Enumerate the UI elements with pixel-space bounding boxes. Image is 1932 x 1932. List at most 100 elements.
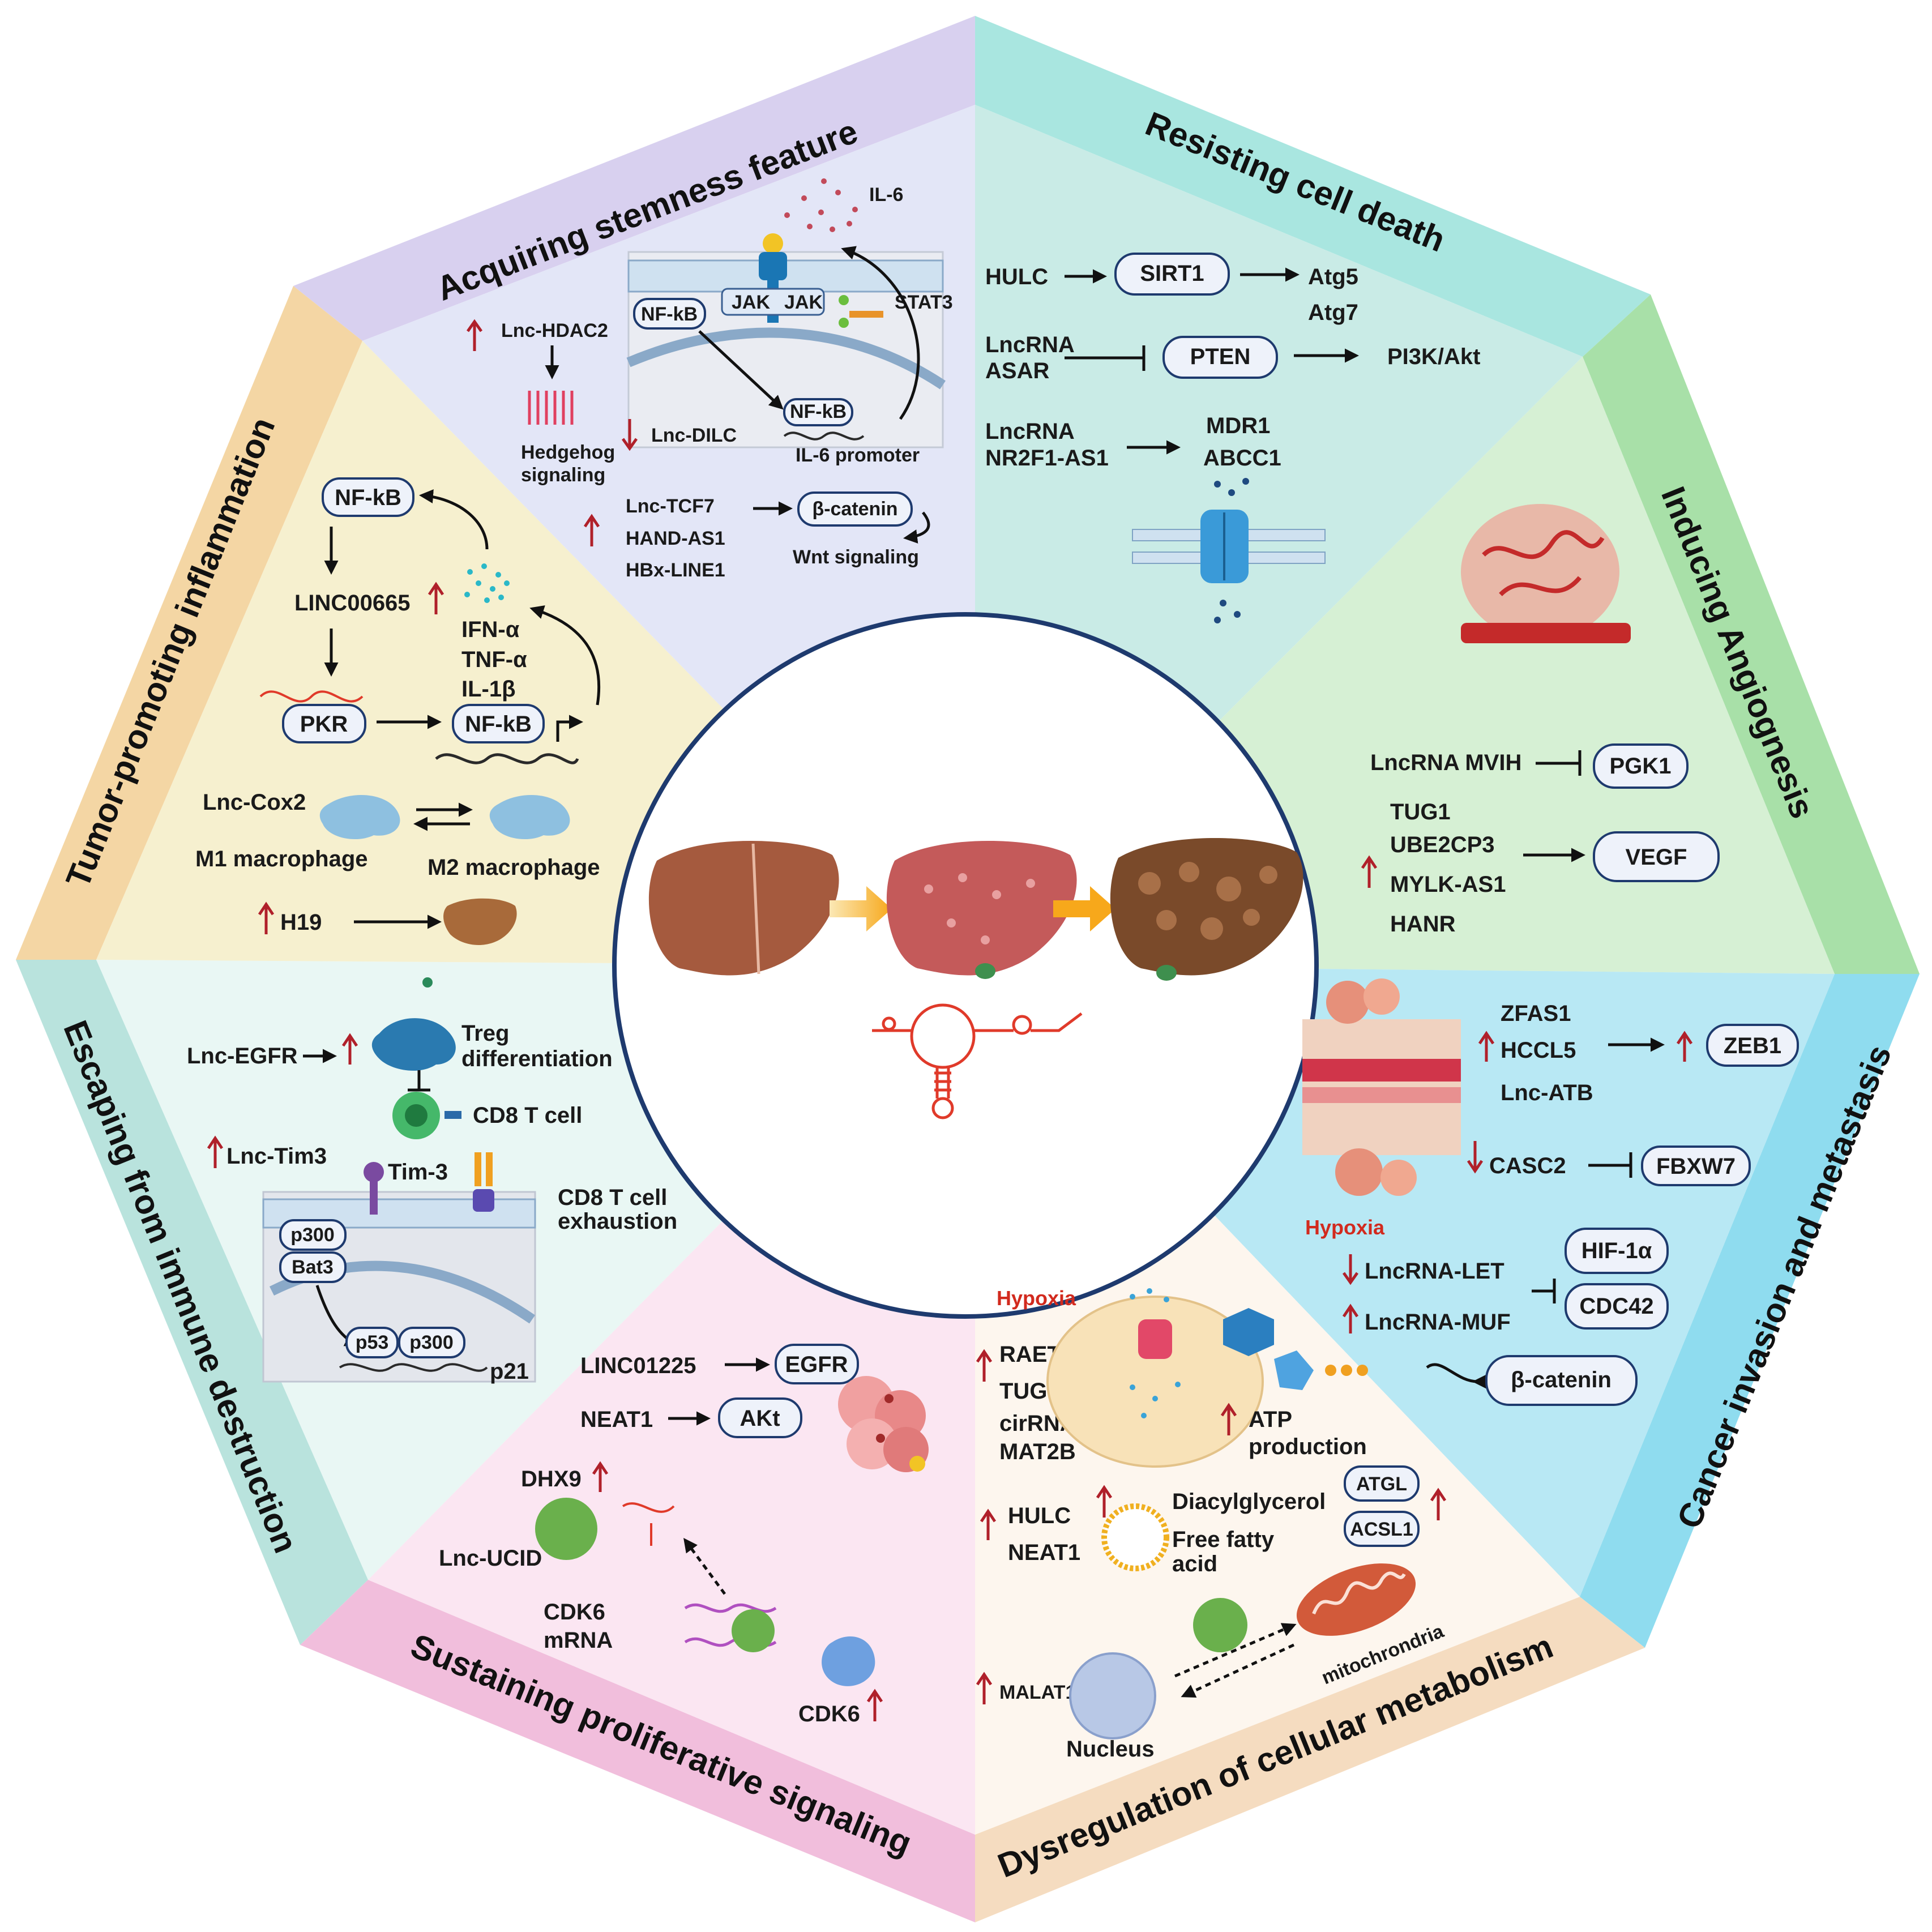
death-nr2f1-2: NR2F1-AS1 [985,446,1109,471]
meta-atp-1: ATP [1249,1407,1292,1432]
imm-lnc-tim3: Lnc-Tim3 [226,1144,327,1169]
prolif-akt-box [718,1397,802,1438]
meta-mat2b: MAT2B [999,1439,1076,1464]
inv-cdc42: CDC42 [1579,1294,1653,1319]
imm-bat3-box [279,1251,347,1283]
stem-il6-promoter: IL-6 promoter [796,444,920,466]
tumor-liver-small-icon [443,898,517,946]
imm-exhaustion-1: CD8 T cell [558,1185,667,1210]
prolif-lncrna-icon [622,1502,675,1546]
lipid-droplet-icon [1101,1503,1169,1571]
infl-dna-icon [435,753,579,764]
tim3-icon [364,1162,384,1182]
prolif-cdk6-protein: CDK6 [798,1702,860,1726]
meta-atp-2: production [1249,1434,1367,1459]
infl-nfkb-bottom-box [452,704,545,743]
inv-hypoxia: Hypoxia [1305,1216,1385,1239]
tumor-cluster-icon [838,1376,929,1472]
stem-nucleus-arc [626,327,946,390]
stem-beta-catenin: β-catenin [812,498,897,520]
imm-tim3: Tim-3 [388,1160,448,1185]
band-metabolism [975,1597,1645,1922]
prolif-linc01225: LINC01225 [580,1353,696,1378]
death-asar-2: ASAR [985,358,1049,383]
meta-nucleus: Nucleus [1066,1737,1155,1762]
meta-acsl1-box [1344,1511,1420,1547]
meta-up-arrow-raet1k [976,1349,993,1382]
meta-up-arrow-malat1 [976,1672,993,1704]
inv-zeb1-box [1706,1024,1799,1067]
m1-macrophage-icon [319,794,400,840]
liver-cancer-icon [1110,838,1303,981]
lncrna-hairpin-icon [872,1003,1083,1119]
band-angiogenesis [1583,294,1920,974]
prolif-up-arrow-cdk6 [866,1689,883,1721]
imm-up-arrow-tim3 [207,1135,224,1168]
stem-nfkb-top: NF-kB [641,304,698,325]
stem-down-arrow-dilc [621,419,638,451]
meta-nucleus-mito-arrow [1174,1623,1297,1678]
stem-up-arrow-tcf7 [583,514,600,546]
cdk6-protein-icon [822,1636,875,1686]
proliferative-content: LINC01225 EGFR NEAT1 AKt DHX9 Lnc-UCID C… [439,1344,929,1726]
arrow-stage-2-icon [1053,886,1115,931]
inv-casc2: CASC2 [1489,1153,1566,1178]
stem-nfkb-top-box [633,298,706,330]
pkr-rna-icon [259,690,364,703]
imm-exhaustion-2: exhaustion [558,1209,677,1234]
cd8-nucleus-icon [405,1104,428,1127]
angio-hanr: HANR [1390,912,1456,937]
infl-cytokine-to-nfkb-arrow [419,489,489,550]
stem-il6-label: IL-6 [869,184,903,206]
death-asar-inhibit [1065,345,1145,371]
meta-up-arrow-atgl [1430,1488,1447,1520]
infl-pkr: PKR [300,712,348,737]
inv-fbxw7: FBXW7 [1656,1154,1736,1179]
prolif-akt: AKt [740,1406,780,1431]
stem-wnt-arrow [903,511,930,544]
death-abcc1: ABCC1 [1203,446,1281,471]
angio-mylk: MYLK-AS1 [1390,872,1506,897]
nucleus-icon [1069,1652,1156,1739]
angio-tug1: TUG1 [1390,800,1451,824]
infl-nfkb-bottom: NF-kB [465,712,532,737]
meta-hypoxia: Hypoxia [997,1286,1076,1310]
inv-zeb1: ZEB1 [1724,1033,1781,1058]
arrow-stage-1-icon [830,886,892,931]
prolif-up-arrow-dhx9 [592,1461,609,1492]
stem-up-arrow-hdac2 [466,319,483,351]
meta-atgl: ATGL [1356,1473,1407,1495]
imm-p300b: p300 [409,1332,454,1353]
tumor-vessel-icon [1461,504,1631,643]
stemness-content: IL-6 JAK JAK STAT3 NF-kB NF-kB Lnc-HDAC2… [466,178,953,581]
meta-ffa-1: Free fatty [1172,1527,1275,1552]
meta-neat1: NEAT1 [1008,1540,1080,1565]
cytokine-cloud-icon [464,563,510,603]
treg-cell-icon [371,1018,456,1071]
band-immune [16,960,368,1645]
meta-up-arrow-atp [1220,1403,1237,1435]
inv-beta-catenin-box [1485,1355,1638,1406]
death-asar-1: LncRNA [985,332,1075,357]
stem-nfkb-bottom: NF-kB [790,401,847,422]
inv-hif1a-box [1565,1228,1669,1274]
imm-p300: p300 [290,1224,335,1246]
efflux-pump-icon [1132,478,1326,623]
angio-mvih-inhibit [1536,750,1581,776]
tim3-stem-icon [370,1181,378,1215]
prolif-cdk6-1: CDK6 [544,1600,605,1625]
inv-cdc42-box [1565,1283,1669,1330]
prolif-neat1: NEAT1 [580,1407,653,1432]
band-proliferative [300,1580,975,1922]
angio-pgk1-box [1593,743,1689,789]
mitochondria-icon [1296,1563,1416,1636]
outer-bands [16,16,1920,1922]
infl-nfkb-to-cytokine-arrow [529,605,601,706]
inv-casc2-inhibit [1588,1152,1632,1178]
angio-vegf: VEGF [1626,845,1687,870]
il6-cloud-icon [784,178,858,232]
stem-nfkb-arrow [698,330,784,410]
infl-il1b: IL-1β [461,677,516,702]
prolif-egfr-box [775,1344,859,1384]
invasion-content: ZFAS1 HCCL5 Lnc-ATB ZEB1 CASC2 FBXW7 Hyp… [1302,978,1799,1406]
